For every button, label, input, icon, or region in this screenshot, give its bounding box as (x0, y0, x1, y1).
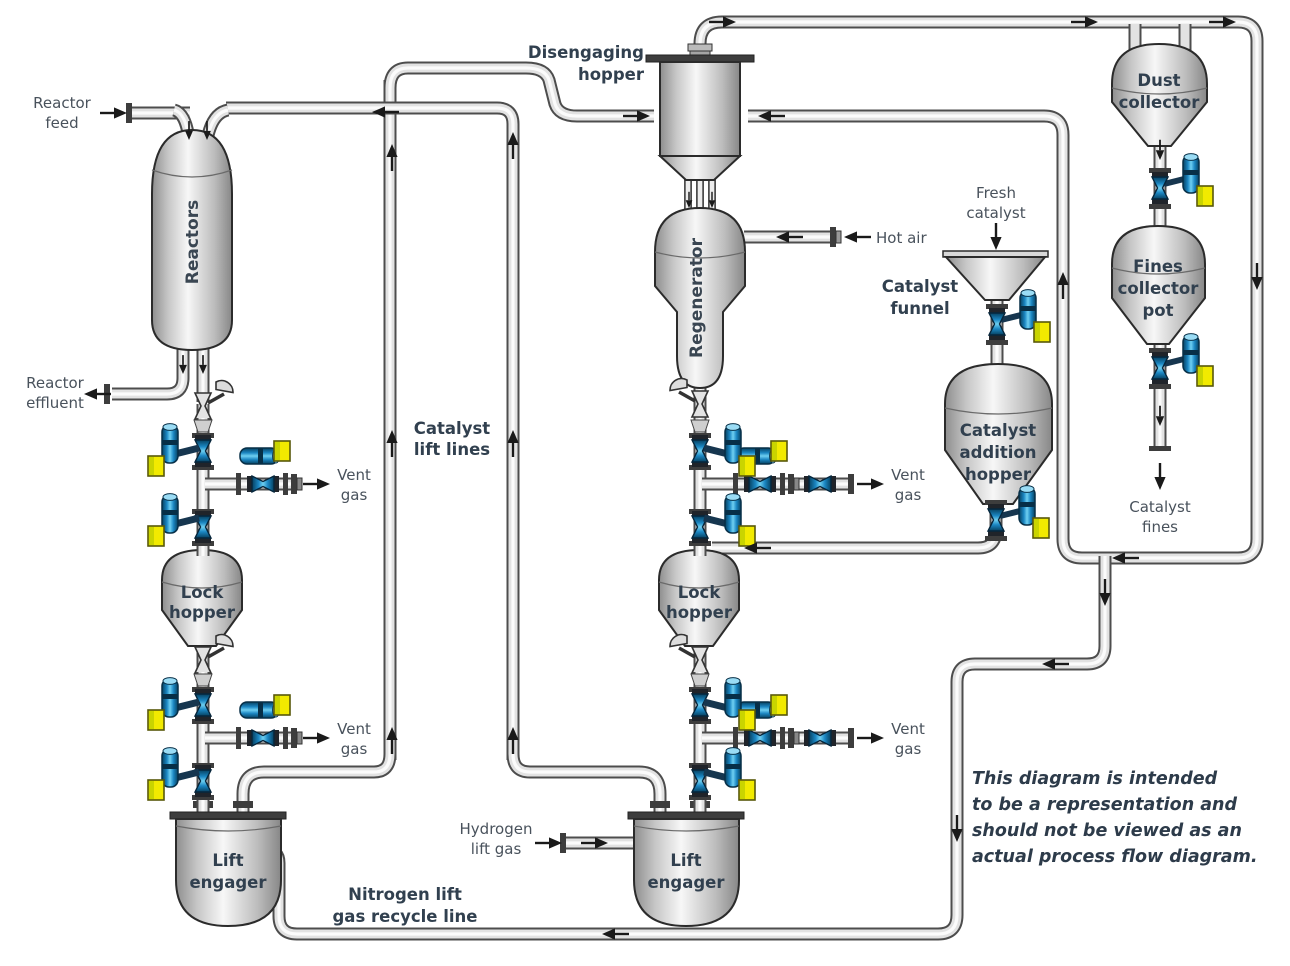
svg-text:collector: collector (1118, 279, 1200, 298)
valve-cluster-reactor-lower (148, 672, 302, 810)
svg-text:fines: fines (1142, 518, 1178, 536)
valve-cluster-reactor-upper (148, 418, 302, 556)
svg-text:pot: pot (1142, 301, 1173, 320)
label-nitrogen-recycle: Nitrogen lift (348, 885, 462, 904)
label-lift-engager-left: Lift (212, 851, 243, 870)
arrow-vent-regen-lower (855, 731, 886, 745)
label-reactor-effluent: Reactor (26, 374, 84, 392)
label-catalyst-addition-hopper: Catalyst (960, 421, 1036, 440)
hot-air-nozzle (744, 227, 842, 247)
svg-text:catalyst: catalyst (966, 204, 1025, 222)
fines-collector-pot-vessel (1111, 224, 1206, 345)
label-regenerator: Regenerator (687, 237, 707, 358)
reactor-effluent-pipe (112, 348, 183, 394)
arrow-vent-reactor-lower (301, 731, 332, 745)
lock-hopper-left-vessel (161, 548, 243, 647)
svg-text:to be a representation and: to be a representation and (972, 795, 1238, 815)
svg-text:gas: gas (895, 740, 922, 758)
label-fines-collector-pot: Fines (1133, 257, 1183, 276)
label-catalyst-lift-lines: Catalyst (414, 419, 490, 438)
svg-text:engager: engager (189, 873, 267, 892)
svg-text:hopper: hopper (169, 603, 236, 622)
vent-branch-extensions (794, 474, 854, 748)
svg-text:feed: feed (45, 114, 78, 132)
catalyst-funnel-vessel (942, 250, 1049, 301)
svg-text:lift gas: lift gas (471, 840, 522, 858)
hydrogen-nozzle (560, 833, 640, 853)
vessels (151, 42, 1208, 928)
svg-text:collector: collector (1119, 93, 1201, 112)
svg-text:engager: engager (647, 873, 725, 892)
reactors-vessel (151, 128, 233, 352)
label-catalyst-fines: Catalyst (1129, 498, 1191, 516)
svg-text:gas: gas (341, 486, 368, 504)
svg-text:hopper: hopper (965, 465, 1032, 484)
label-catalyst-funnel: Catalyst (882, 277, 958, 296)
svg-text:effluent: effluent (26, 394, 84, 412)
label-vent-gas-reactor-lower: Vent (337, 720, 371, 738)
label-fresh-catalyst: Fresh (976, 184, 1016, 202)
svg-text:should not be viewed as an: should not be viewed as an (972, 821, 1242, 841)
disclaimer-note: This diagram is intended (972, 769, 1218, 789)
valve-cluster-regen-upper (689, 418, 799, 556)
arrow-vent-reactor-upper (301, 477, 332, 491)
arrow-hydrogen-label (533, 836, 564, 850)
label-lift-engager-right: Lift (670, 851, 701, 870)
label-vent-gas-reactor-upper: Vent (337, 466, 371, 484)
disengaging-hopper-vessel (645, 43, 755, 181)
reactor-feed-nozzle (126, 103, 190, 123)
label-reactor-feed: Reactor (33, 94, 91, 112)
dust-collector-vessel (1111, 42, 1208, 147)
label-reactors: Reactors (183, 200, 203, 284)
label-vent-gas-regen-lower: Vent (891, 720, 925, 738)
fines-drop-tube (1149, 340, 1171, 451)
label-disengaging-hopper: Disengaging (528, 43, 644, 62)
svg-text:gas: gas (895, 486, 922, 504)
lift-engager-left-vessel (169, 801, 287, 928)
svg-text:addition: addition (959, 443, 1036, 462)
svg-text:hopper: hopper (666, 603, 733, 622)
arrow-fresh-catalyst (989, 221, 1003, 252)
label-lock-hopper-right: Lock (678, 583, 722, 602)
arrow-catalyst-fines (1153, 461, 1167, 492)
regenerator-vessel (654, 206, 746, 390)
arrow-vent-regen-upper (855, 477, 886, 491)
svg-text:hopper: hopper (578, 65, 645, 84)
label-hydrogen-lift-gas: Hydrogen (460, 820, 533, 838)
recycle-downcomer (928, 556, 1105, 934)
arrow-hot-air-label (842, 230, 873, 244)
svg-text:gas: gas (341, 740, 368, 758)
label-vent-gas-regen-upper: Vent (891, 466, 925, 484)
svg-text:actual process flow diagram.: actual process flow diagram. (972, 847, 1258, 867)
catalyst-addition-hopper-vessel (944, 362, 1053, 505)
label-hot-air: Hot air (876, 229, 927, 247)
lock-hopper-right-vessel (658, 548, 740, 647)
arrow-reactor-feed (98, 106, 129, 120)
label-lock-hopper-left: Lock (181, 583, 225, 602)
svg-text:funnel: funnel (890, 299, 949, 318)
svg-text:gas recycle line: gas recycle line (333, 907, 478, 926)
svg-text:lift lines: lift lines (414, 440, 490, 459)
labels: Reactor feed Reactors Reactor effluent D… (26, 43, 1257, 926)
label-dust-collector: Dust (1137, 71, 1180, 90)
valve-cluster-regen-lower (689, 672, 799, 810)
